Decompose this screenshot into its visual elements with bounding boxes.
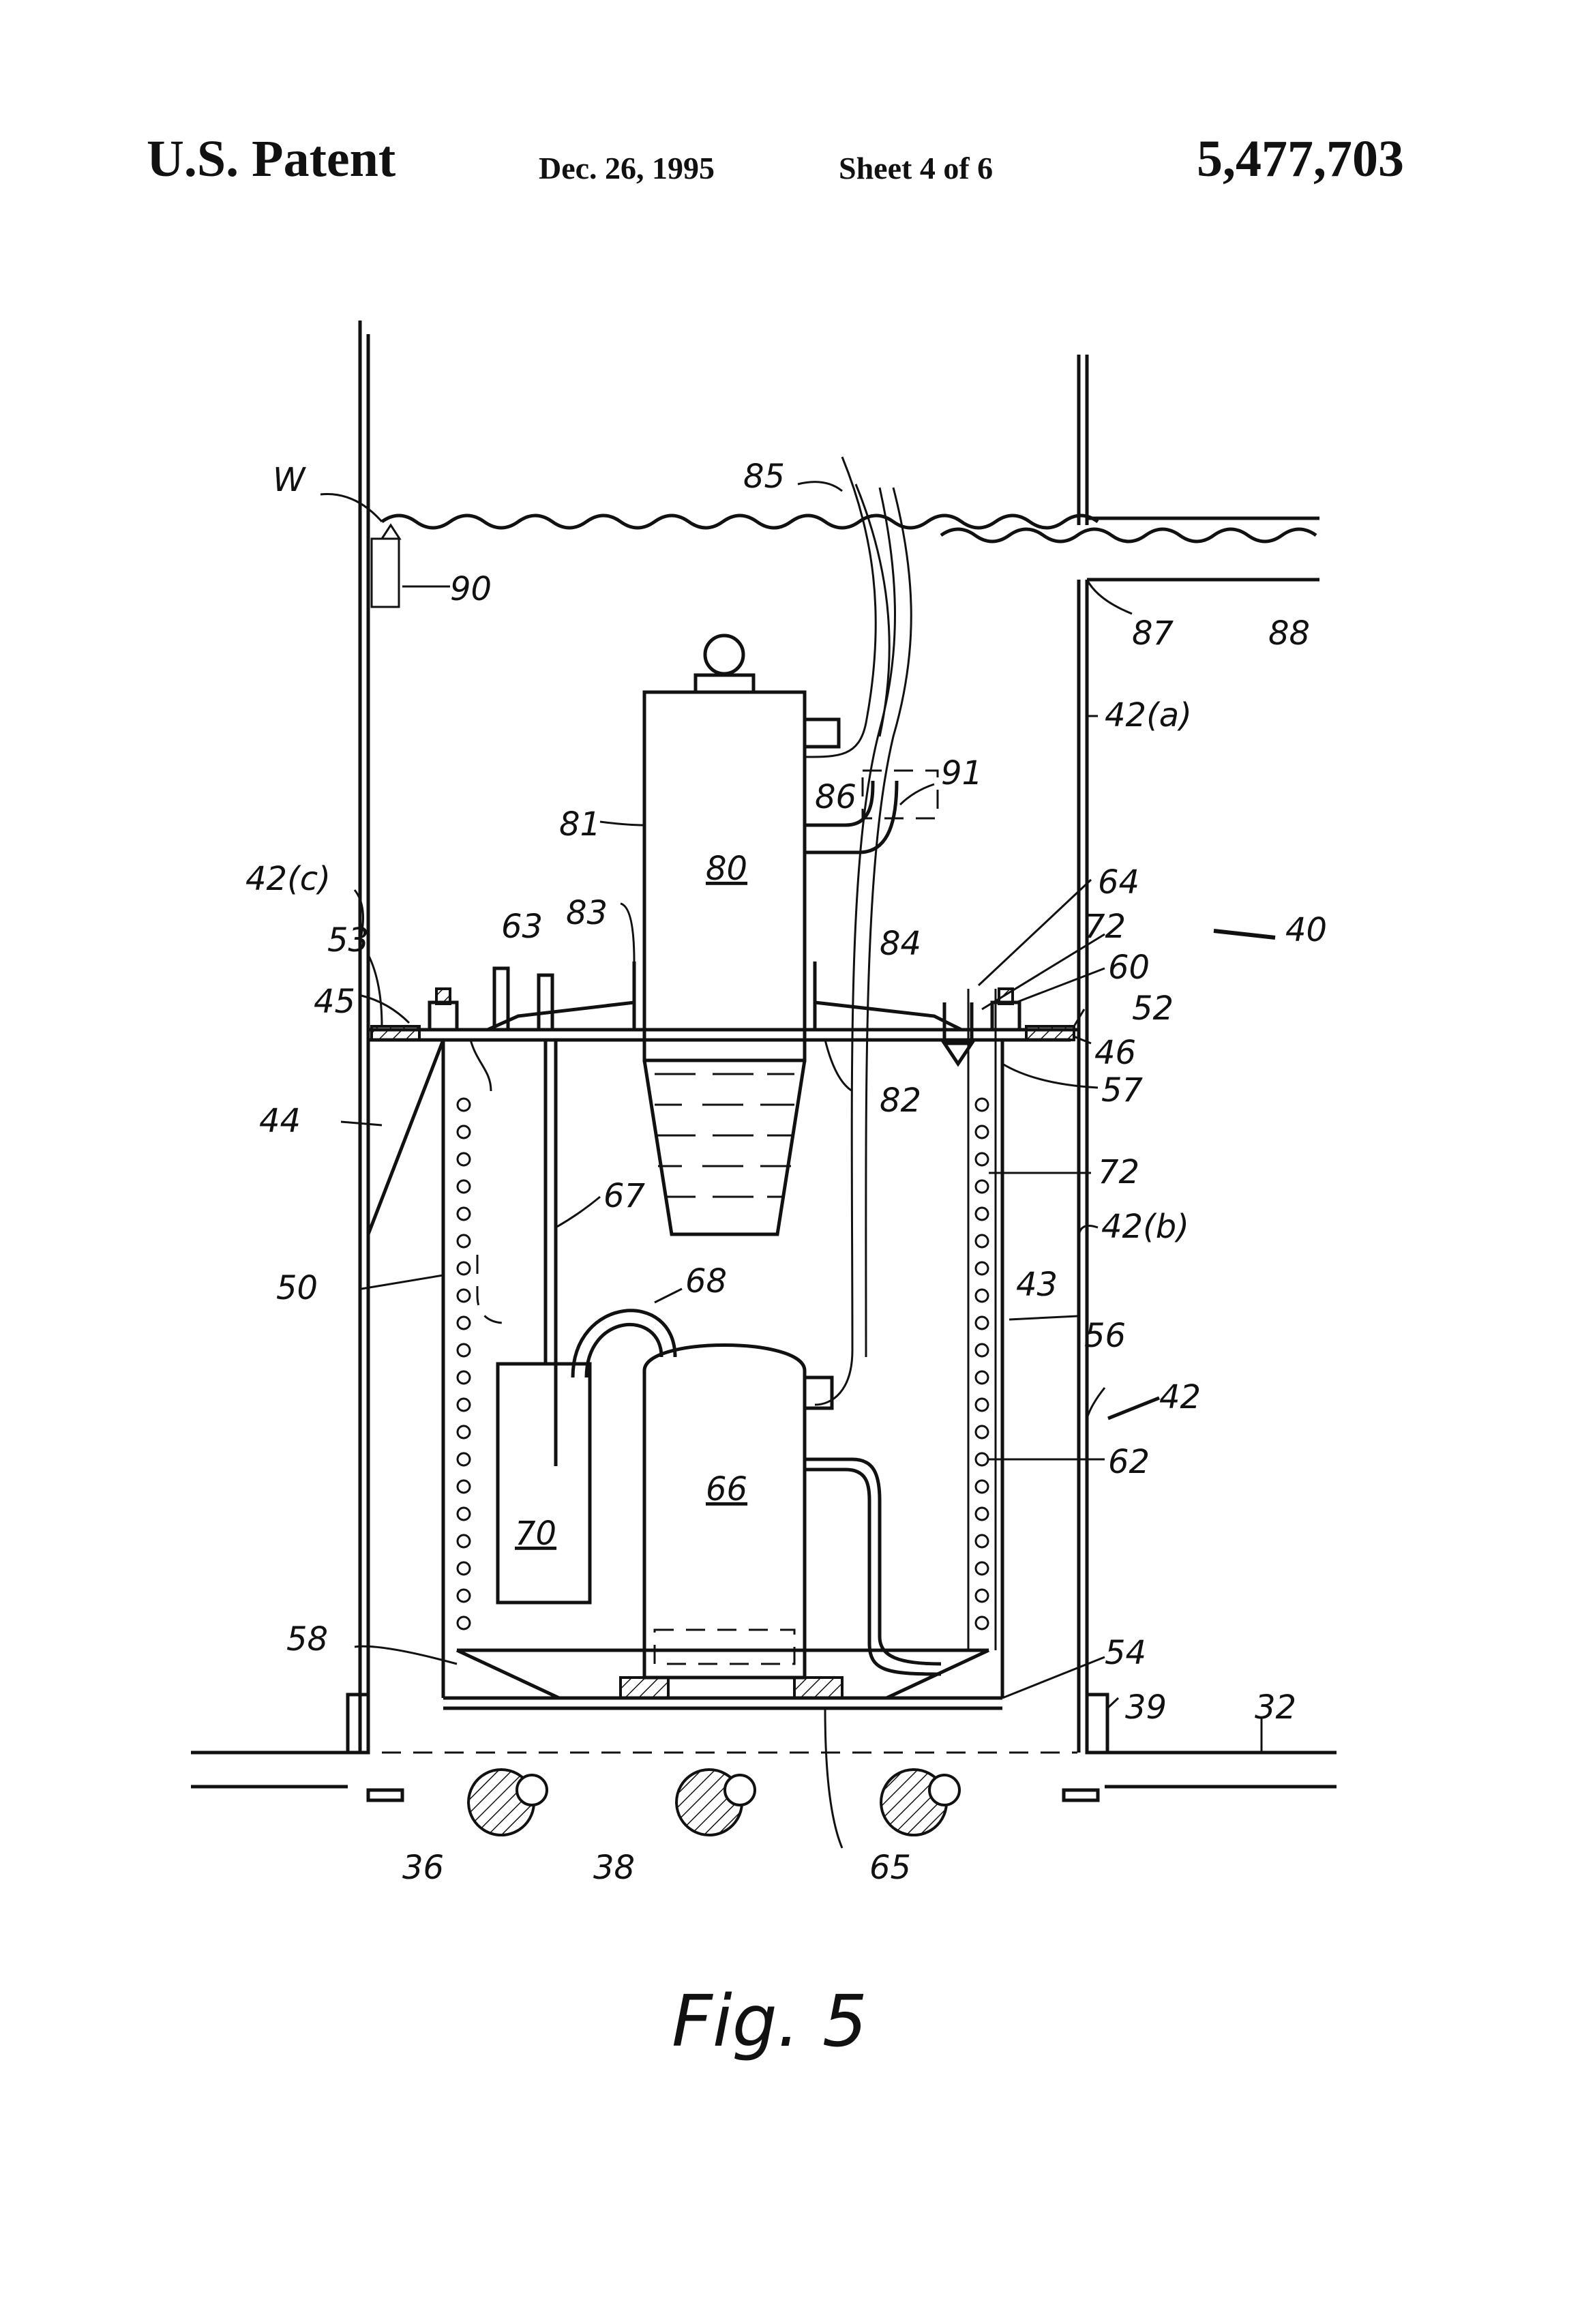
label-50: 50 <box>276 1269 318 1307</box>
label-46: 46 <box>1094 1034 1136 1072</box>
label-70: 70 <box>515 1515 556 1553</box>
label-66: 66 <box>706 1470 747 1508</box>
compressor-66 <box>644 1345 941 1678</box>
cable-85 <box>805 457 876 757</box>
cooling-coil-left <box>458 1099 470 1629</box>
label-81: 81 <box>559 805 601 844</box>
label-64: 64 <box>1098 863 1139 902</box>
label-62: 62 <box>1108 1443 1150 1481</box>
label-57: 57 <box>1101 1071 1144 1109</box>
label-87: 87 <box>1132 614 1174 653</box>
label-63: 63 <box>501 908 543 946</box>
label-38: 38 <box>593 1849 635 1887</box>
label-82: 82 <box>880 1082 921 1120</box>
label-54: 54 <box>1105 1634 1146 1672</box>
label-53: 53 <box>327 921 369 959</box>
label-85: 85 <box>743 458 785 496</box>
label-42b: 42(b) <box>1101 1208 1189 1246</box>
label-56: 56 <box>1084 1317 1126 1355</box>
label-67: 67 <box>603 1177 646 1215</box>
label-65: 65 <box>869 1849 911 1887</box>
label-52: 52 <box>1132 989 1174 1028</box>
label-44: 44 <box>259 1102 301 1140</box>
label-43: 43 <box>1016 1266 1058 1304</box>
label-58: 58 <box>286 1620 328 1658</box>
label-39: 39 <box>1125 1688 1167 1727</box>
water-surface <box>382 516 1098 528</box>
label-42: 42 <box>1159 1378 1201 1416</box>
reservoir-70 <box>494 968 590 1603</box>
label-84: 84 <box>880 925 921 963</box>
label-91: 91 <box>941 754 983 792</box>
label-72-top: 72 <box>1084 908 1126 946</box>
cooling-coil-right <box>976 1099 988 1629</box>
label-72-mid: 72 <box>1098 1153 1139 1191</box>
label-45: 45 <box>314 983 355 1021</box>
label-60: 60 <box>1108 949 1150 987</box>
label-w: W <box>273 461 306 499</box>
label-36: 36 <box>402 1849 444 1887</box>
label-42a: 42(a) <box>1105 696 1192 734</box>
label-86: 86 <box>815 778 856 816</box>
label-88: 88 <box>1268 614 1310 653</box>
support-bracket-44 <box>368 1040 443 1234</box>
label-68: 68 <box>685 1262 727 1300</box>
label-42c: 42(c) <box>245 860 331 898</box>
label-83: 83 <box>566 894 608 932</box>
label-32: 32 <box>1255 1688 1296 1727</box>
inner-tank-50 <box>443 1040 1002 1708</box>
label-80: 80 <box>706 850 747 888</box>
figure-caption: Fig. 5 <box>672 1980 867 2063</box>
label-40: 40 <box>1285 911 1327 949</box>
label-90: 90 <box>450 570 492 608</box>
